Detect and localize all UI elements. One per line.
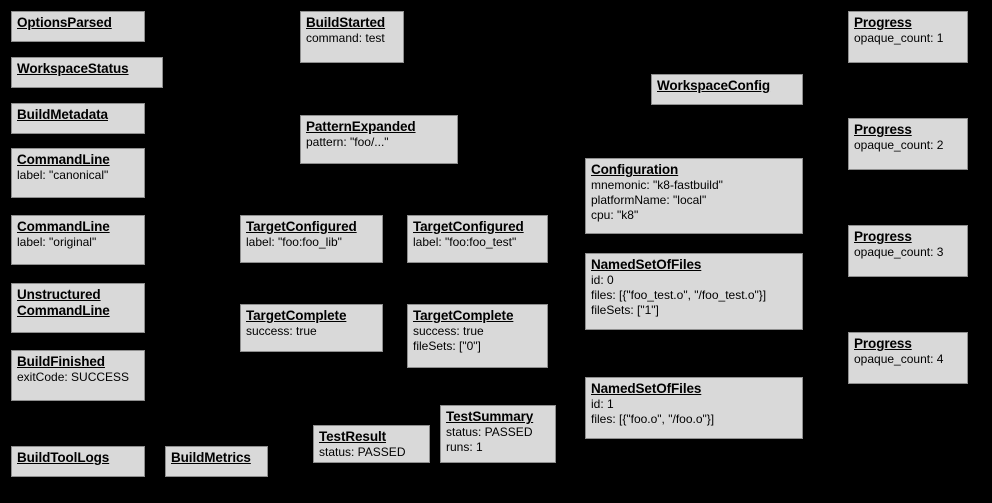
event-node-field: platformName: "local" <box>591 193 707 207</box>
event-node-title: BuildToolLogs <box>17 450 110 465</box>
event-node-title: Progress <box>854 336 912 351</box>
event-node-title: TargetComplete <box>246 308 347 323</box>
event-node-field: runs: 1 <box>446 440 483 454</box>
event-node-build-metrics[interactable]: BuildMetrics <box>165 446 268 477</box>
event-node-title: Progress <box>854 15 912 30</box>
event-node-title: PatternExpanded <box>306 119 416 134</box>
event-node-title: NamedSetOfFiles <box>591 257 702 272</box>
event-node-field: status: PASSED <box>446 425 533 439</box>
event-node-title: WorkspaceConfig <box>657 78 771 93</box>
event-node-build-tool-logs[interactable]: BuildToolLogs <box>11 446 145 477</box>
event-node-field: command: test <box>306 31 385 45</box>
event-node-title: TargetConfigured <box>246 219 357 234</box>
event-node-title: Configuration <box>591 162 679 177</box>
event-node-field: label: "foo:foo_lib" <box>246 235 342 249</box>
event-node-workspace-status[interactable]: WorkspaceStatus <box>11 57 163 88</box>
event-node-unstructured-command-line[interactable]: Unstructured CommandLine <box>11 283 145 333</box>
event-node-field: success: true <box>413 324 484 338</box>
event-node-field: files: [{"foo.o", "/foo.o"}] <box>591 412 715 426</box>
event-node-field: opaque_count: 4 <box>854 352 944 366</box>
event-node-field: label: "original" <box>17 235 97 249</box>
event-node-field: label: "canonical" <box>17 168 109 182</box>
event-node-title: Unstructured CommandLine <box>17 287 110 318</box>
event-node-field: opaque_count: 3 <box>854 245 944 259</box>
event-node-field: fileSets: ["0"] <box>413 339 481 353</box>
event-node-title: BuildFinished <box>17 354 105 369</box>
event-node-title: BuildStarted <box>306 15 386 30</box>
event-node-title: TestResult <box>319 429 387 444</box>
event-node-title: TargetConfigured <box>413 219 524 234</box>
event-node-field: success: true <box>246 324 317 338</box>
event-node-title: BuildMetrics <box>171 450 251 465</box>
event-node-field: pattern: "foo/..." <box>306 135 389 149</box>
event-node-field: exitCode: SUCCESS <box>17 370 130 384</box>
event-node-title: OptionsParsed <box>17 15 112 30</box>
event-node-title: NamedSetOfFiles <box>591 381 702 396</box>
event-node-field: fileSets: ["1"] <box>591 303 659 317</box>
event-node-title: TestSummary <box>446 409 534 424</box>
event-node-field: cpu: "k8" <box>591 208 639 222</box>
event-node-field: mnemonic: "k8-fastbuild" <box>591 178 723 192</box>
event-node-title: TargetComplete <box>413 308 514 323</box>
event-node-title: Progress <box>854 229 912 244</box>
event-node-field: opaque_count: 1 <box>854 31 944 45</box>
event-node-field: status: PASSED <box>319 445 406 459</box>
event-node-workspace-config[interactable]: WorkspaceConfig <box>651 74 803 105</box>
event-node-title: Progress <box>854 122 912 137</box>
event-node-field: label: "foo:foo_test" <box>413 235 517 249</box>
event-node-field: opaque_count: 2 <box>854 138 944 152</box>
event-node-options-parsed[interactable]: OptionsParsed <box>11 11 145 42</box>
event-node-title: CommandLine <box>17 219 110 234</box>
event-node-field: files: [{"foo_test.o", "/foo_test.o"}] <box>591 288 767 302</box>
event-node-field: id: 0 <box>591 273 614 287</box>
event-node-title: BuildMetadata <box>17 107 108 122</box>
event-node-field: id: 1 <box>591 397 614 411</box>
event-node-title: WorkspaceStatus <box>17 61 129 76</box>
event-node-build-metadata[interactable]: BuildMetadata <box>11 103 145 134</box>
event-node-title: CommandLine <box>17 152 110 167</box>
